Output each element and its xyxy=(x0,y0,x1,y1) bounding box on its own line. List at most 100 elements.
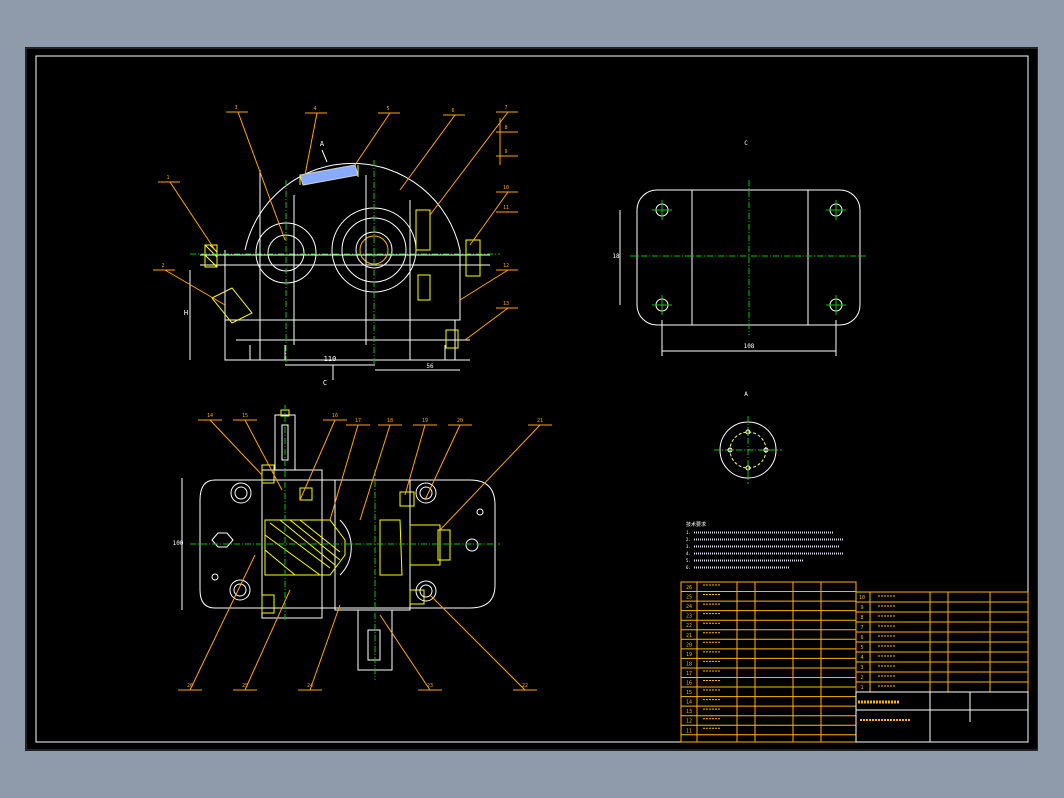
note-line-1: 1. xyxy=(686,530,691,535)
note-line-2: 2. xyxy=(686,537,691,542)
dim-56-text: 56 xyxy=(426,363,434,370)
bolt-left-hatch xyxy=(204,244,218,268)
top-housing xyxy=(199,479,496,609)
bolt-hole-3 xyxy=(229,579,251,601)
leader-top-8 xyxy=(439,424,541,531)
leader-front-5 xyxy=(354,112,391,166)
callout-front-11: 11 xyxy=(503,205,509,211)
parts-row-no-14: 14 xyxy=(686,700,692,706)
callout-top-15: 15 xyxy=(242,413,248,419)
leader-top-12 xyxy=(244,589,291,691)
shaft-end-right xyxy=(409,524,441,566)
parts-row-no-23: 23 xyxy=(686,614,692,620)
keyway-bot xyxy=(367,629,381,661)
small-hole-2 xyxy=(476,508,484,516)
mesh-curve xyxy=(339,519,352,576)
parts-row-no-11: 11 xyxy=(686,728,692,734)
bolt-hole-inner-3 xyxy=(233,583,247,597)
note-line-5: 5. xyxy=(686,558,691,563)
parts-row-no-13: 13 xyxy=(686,709,692,715)
leader-top-9 xyxy=(429,594,526,691)
callout-front-5: 5 xyxy=(386,106,389,112)
detail-hole-3 xyxy=(745,465,751,471)
note-line-3: 3. xyxy=(686,544,691,549)
parts-row-no-18: 18 xyxy=(686,661,692,667)
detail-view-label: A xyxy=(744,391,748,398)
parts-row-no-r10: 10 xyxy=(859,595,865,601)
parts-row-no-12: 12 xyxy=(686,719,692,725)
callout-top-26: 26 xyxy=(187,683,193,689)
housing-body xyxy=(224,250,461,321)
cover-screws xyxy=(299,165,359,185)
bearing-tr xyxy=(399,491,415,507)
callout-top-24: 24 xyxy=(307,683,313,689)
callout-top-16: 16 xyxy=(332,413,338,419)
leader-top-2 xyxy=(244,419,283,491)
leader-front-7 xyxy=(429,111,509,216)
bearing-bl xyxy=(261,594,275,614)
bolt-left xyxy=(204,244,218,268)
parts-row-no-26: 26 xyxy=(686,585,692,591)
callout-top-18: 18 xyxy=(387,418,393,424)
small-hole-1 xyxy=(211,573,219,581)
parts-row-no-r4: 4 xyxy=(860,655,863,661)
callout-front-13: 13 xyxy=(503,301,509,307)
input-shaft xyxy=(274,414,296,471)
detail-hole-4 xyxy=(727,447,733,453)
detail-hole-2 xyxy=(763,447,769,453)
parts-row-no-r9: 9 xyxy=(860,605,863,611)
callout-top-25: 25 xyxy=(242,683,248,689)
leader-top-11 xyxy=(309,604,341,691)
leader-front-13 xyxy=(464,307,509,341)
callout-top-14: 14 xyxy=(207,413,213,419)
oil-plug xyxy=(211,287,253,324)
leader-top-3 xyxy=(299,419,336,501)
top-bearing-right xyxy=(334,479,411,611)
bearing-br xyxy=(409,589,425,605)
leader-top-1 xyxy=(209,419,263,476)
parts-row-no-r8: 8 xyxy=(860,615,863,621)
parts-table-left xyxy=(680,581,857,743)
view-a-marker: A xyxy=(320,140,325,148)
callout-top-19: 19 xyxy=(422,418,428,424)
callout-top-23: 23 xyxy=(427,683,433,689)
small-hole-3 xyxy=(465,538,479,552)
view-c-marker: C xyxy=(323,379,327,387)
dim-h-text: H xyxy=(184,309,188,317)
parts-row-no-r7: 7 xyxy=(860,625,863,631)
bolt-base-right xyxy=(445,329,459,349)
bolt-hole-2 xyxy=(415,482,437,504)
parts-row-no-22: 22 xyxy=(686,623,692,629)
leader-front-3 xyxy=(237,111,286,241)
parts-row-no-r6: 6 xyxy=(860,635,863,641)
detail-hole-1 xyxy=(745,429,751,435)
bolt-mid-top xyxy=(415,209,431,251)
leader-front-2 xyxy=(164,269,226,306)
hex-plug xyxy=(211,532,234,548)
title-block xyxy=(855,691,1029,743)
outer-frame xyxy=(25,47,1038,751)
callout-front-2: 2 xyxy=(161,263,164,269)
parts-row-no-17: 17 xyxy=(686,671,692,677)
callout-front-6: 6 xyxy=(451,108,454,114)
bolt-right xyxy=(465,239,481,277)
callout-front-8: 8 xyxy=(504,125,507,131)
callout-front-3: 3 xyxy=(234,105,237,111)
bearing-tm xyxy=(299,487,313,501)
callout-front-9: 9 xyxy=(504,149,507,155)
parts-row-no-16: 16 xyxy=(686,681,692,687)
parts-row-no-r2: 2 xyxy=(860,675,863,681)
note-line-4: 4. xyxy=(686,551,691,556)
dim-18-text: 18 xyxy=(612,253,620,260)
inspection-cover xyxy=(299,164,359,186)
parts-row-no-24: 24 xyxy=(686,604,692,610)
inner-frame xyxy=(35,55,1029,743)
parts-row-no-25: 25 xyxy=(686,595,692,601)
pinion-hatch xyxy=(264,519,341,576)
notes-title: 技术要求 xyxy=(686,521,706,528)
callout-front-4: 4 xyxy=(313,106,316,112)
leader-top-10 xyxy=(379,614,431,691)
dim-110-text: 110 xyxy=(324,355,337,363)
callout-top-21: 21 xyxy=(537,418,543,424)
